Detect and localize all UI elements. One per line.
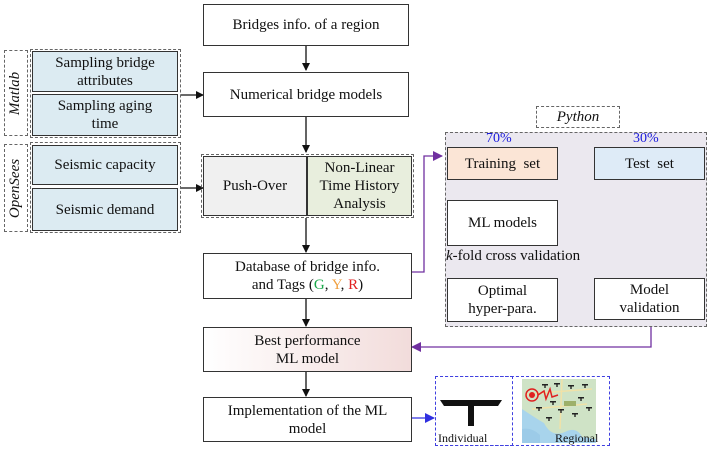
opensees-group-label: OpenSees bbox=[7, 158, 24, 218]
nlth-line1: Non-Linear bbox=[324, 160, 395, 176]
opensees-label-frame bbox=[4, 144, 28, 232]
best-model-box: Best performance ML model bbox=[203, 327, 412, 372]
sampling-attributes-line2: attributes bbox=[77, 72, 133, 89]
sampling-attributes-box: Sampling bridge attributes bbox=[32, 51, 178, 92]
model-validation-box: Model validation bbox=[594, 278, 705, 320]
implementation-line1: Implementation of the ML bbox=[227, 402, 388, 419]
ml-models-box: ML models bbox=[447, 200, 558, 246]
test-pct-label: 30% bbox=[633, 131, 659, 146]
sampling-aging-line2: time bbox=[91, 116, 119, 132]
nlth-box: Non-Linear Time History Analysis bbox=[307, 156, 412, 216]
best-model-line2: ML model bbox=[275, 350, 340, 367]
seismic-capacity-label: Seismic capacity bbox=[54, 157, 156, 173]
regional-map-icon bbox=[522, 379, 596, 443]
best-model-line1: Best performance bbox=[254, 332, 361, 349]
push-over-label: Push-Over bbox=[222, 178, 288, 194]
analysis-group bbox=[201, 154, 414, 218]
push-over-box: Push-Over bbox=[203, 156, 307, 216]
tag-green: G bbox=[313, 277, 325, 293]
kfold-label: k-fold cross validation bbox=[446, 248, 581, 264]
train-pct-label: 70% bbox=[486, 131, 512, 146]
matlab-label-frame bbox=[4, 50, 28, 136]
sampling-aging-line1: Sampling aging bbox=[57, 98, 153, 114]
nlth-line2: Time History bbox=[319, 178, 400, 194]
bridges-info-label: Bridges info. of a region bbox=[232, 17, 380, 33]
training-set-box: Training set bbox=[447, 147, 558, 180]
bridge-icon bbox=[440, 400, 502, 426]
implementation-box: Implementation of the ML model bbox=[203, 397, 412, 442]
model-validation-line2: validation bbox=[619, 300, 680, 316]
seismic-capacity-box: Seismic capacity bbox=[32, 145, 178, 185]
tag-red: R bbox=[348, 277, 359, 293]
individual-label: Individual bbox=[438, 431, 488, 445]
test-set-box: Test set bbox=[594, 147, 705, 180]
sampling-attributes-line1: Sampling bridge bbox=[55, 54, 155, 71]
database-line1: Database of bridge info. bbox=[235, 259, 380, 275]
numerical-models-box: Numerical bridge models bbox=[203, 72, 409, 117]
arrow-database-to-training bbox=[412, 151, 443, 273]
optimal-hyperparam-box: Optimal hyper-para. bbox=[447, 278, 558, 322]
database-line2: and Tags (G, Y, R) bbox=[251, 277, 364, 293]
test-set-label: Test set bbox=[625, 155, 674, 172]
seismic-demand-box: Seismic demand bbox=[32, 188, 178, 231]
python-label-frame bbox=[536, 106, 620, 128]
matlab-group bbox=[30, 49, 181, 138]
matlab-group-label: Matlab bbox=[7, 71, 24, 115]
bridges-info-box: Bridges info. of a region bbox=[203, 4, 409, 46]
opensees-group bbox=[30, 142, 181, 233]
sampling-aging-box: Sampling aging time bbox=[32, 94, 178, 136]
individual-panel bbox=[435, 376, 513, 446]
optimal-line1: Optimal bbox=[477, 283, 528, 299]
regional-label: Regional bbox=[555, 431, 599, 445]
ml-models-label: ML models bbox=[467, 215, 538, 231]
python-group-label: Python bbox=[556, 108, 600, 125]
seismic-demand-label: Seismic demand bbox=[55, 201, 155, 218]
model-validation-line1: Model bbox=[629, 282, 670, 298]
numerical-models-label: Numerical bridge models bbox=[229, 86, 383, 103]
tag-yellow: Y bbox=[331, 277, 341, 293]
database-box: Database of bridge info. and Tags (G, Y,… bbox=[203, 253, 412, 299]
training-set-label: Training set bbox=[464, 155, 541, 172]
optimal-line2: hyper-para. bbox=[468, 301, 537, 317]
implementation-line2: model bbox=[288, 420, 327, 437]
nlth-line3: Analysis bbox=[333, 196, 386, 212]
